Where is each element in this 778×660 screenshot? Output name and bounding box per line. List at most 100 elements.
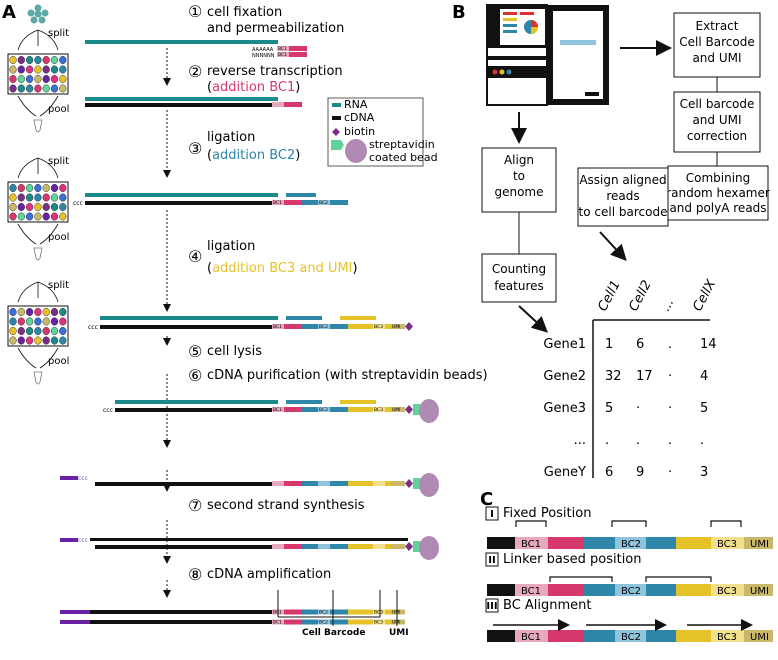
step-6-label: cDNA purification (with streptavidin bea… xyxy=(207,368,488,383)
molecule-purified: ccc xyxy=(60,473,439,497)
well xyxy=(26,74,34,83)
umi-segment-label: UMI xyxy=(750,586,769,597)
bc3-tag-6: BC3 xyxy=(374,407,383,413)
matrix-col-header: CellX xyxy=(690,277,719,314)
well xyxy=(17,202,25,211)
step-2-number: ② xyxy=(188,62,202,81)
well xyxy=(17,193,25,202)
bc3-tag-amp: BC3 xyxy=(374,620,383,626)
well xyxy=(26,317,34,326)
well xyxy=(42,212,50,221)
cell-barcode-bracket xyxy=(277,590,398,626)
step-8-label: cDNA amplification xyxy=(207,567,331,582)
extract-line2: Cell Barcode xyxy=(679,35,754,49)
well xyxy=(59,56,67,65)
counting-line2: features xyxy=(494,279,544,293)
panel-a-label: A xyxy=(2,2,16,23)
bc2-segment-label: BC2 xyxy=(621,632,641,643)
well xyxy=(34,327,42,336)
matrix-cell: · xyxy=(668,401,672,416)
well xyxy=(42,56,50,65)
matrix-row-header: ... xyxy=(574,433,586,448)
well xyxy=(59,193,67,202)
matrix-cell: 4 xyxy=(700,369,708,384)
bc2-tag-amp: BC2 xyxy=(319,610,328,616)
well xyxy=(59,84,67,93)
molecule-step6: ccc BC1 BC2 BC3 UMI xyxy=(103,399,439,423)
well xyxy=(17,317,25,326)
bc1-segment-label: BC1 xyxy=(521,539,541,550)
well xyxy=(9,193,17,202)
bc1-tag-amp: BC1 xyxy=(273,620,282,626)
well xyxy=(42,193,50,202)
step-4-number: ④ xyxy=(188,247,202,266)
step-3-line1: ligation xyxy=(207,130,255,145)
legend-bead-line2: coated bead xyxy=(369,151,438,164)
well xyxy=(26,84,34,93)
well xyxy=(50,74,59,83)
well xyxy=(26,56,34,65)
matrix-cell: · xyxy=(668,465,672,480)
well xyxy=(9,84,17,93)
flowchart: Extract Cell Barcode and UMI Cell barcod… xyxy=(481,12,770,303)
well xyxy=(26,193,34,202)
well xyxy=(9,56,17,65)
well xyxy=(17,56,25,65)
tube-icon xyxy=(33,371,43,385)
well xyxy=(17,308,25,317)
well xyxy=(50,193,59,202)
counting-line1: Counting xyxy=(492,262,546,276)
matrix-cell: 1 xyxy=(605,337,613,352)
matrix-col-header: Cell2 xyxy=(626,278,655,314)
matrix-cell: . xyxy=(668,337,672,352)
linker-bracket xyxy=(549,576,613,582)
tube-icon xyxy=(33,119,43,133)
well xyxy=(50,56,59,65)
split-label: split xyxy=(48,280,69,291)
well xyxy=(42,84,50,93)
step-3-addition: (addition BC2) xyxy=(207,148,300,163)
well xyxy=(50,183,59,192)
well xyxy=(34,317,42,326)
legend-cdna: cDNA xyxy=(344,111,375,124)
ccc-end-8: ccc xyxy=(78,537,88,544)
align-line2: to xyxy=(513,169,525,183)
well xyxy=(59,317,67,326)
pool-label: pool xyxy=(48,104,69,115)
method-number: I xyxy=(490,509,494,520)
matrix-cell: 6 xyxy=(636,337,644,352)
matrix-cell: 3 xyxy=(700,465,708,480)
matrix-cell: 5 xyxy=(700,401,708,416)
bc1-tag-b: BC1 xyxy=(278,52,287,58)
combining-line2: random hexamer xyxy=(666,186,770,200)
step-4-line1: ligation xyxy=(207,239,255,254)
molecule-second-strand: ccc xyxy=(60,536,439,560)
step-5-label: cell lysis xyxy=(207,344,262,359)
ccc-end-6: ccc xyxy=(103,407,113,414)
step-7-label: second strand synthesis xyxy=(207,498,365,513)
matrix-cell: 6 xyxy=(605,465,613,480)
pool-label: pool xyxy=(48,356,69,367)
step-2-line1: reverse transcription xyxy=(207,64,343,79)
matrix-col-header: ... xyxy=(658,296,677,314)
matrix-cell: 32 xyxy=(605,369,622,384)
split-label: split xyxy=(48,28,69,39)
polyA-label: AAAAAA xyxy=(252,47,274,53)
step-labels: ① cell fixation and permeabilization ② r… xyxy=(188,2,488,584)
well xyxy=(50,212,59,221)
well xyxy=(34,308,42,317)
well xyxy=(42,317,50,326)
panel-c-label: C xyxy=(480,489,493,510)
well xyxy=(34,183,42,192)
step-5-number: ⑤ xyxy=(188,342,202,361)
combining-line3: and polyA reads xyxy=(669,201,766,215)
step-1-line2: and permeabilization xyxy=(207,21,344,36)
split-label: split xyxy=(48,156,69,167)
correction-line1: Cell barcode xyxy=(680,97,755,111)
ccc-end-7: ccc xyxy=(78,475,88,482)
